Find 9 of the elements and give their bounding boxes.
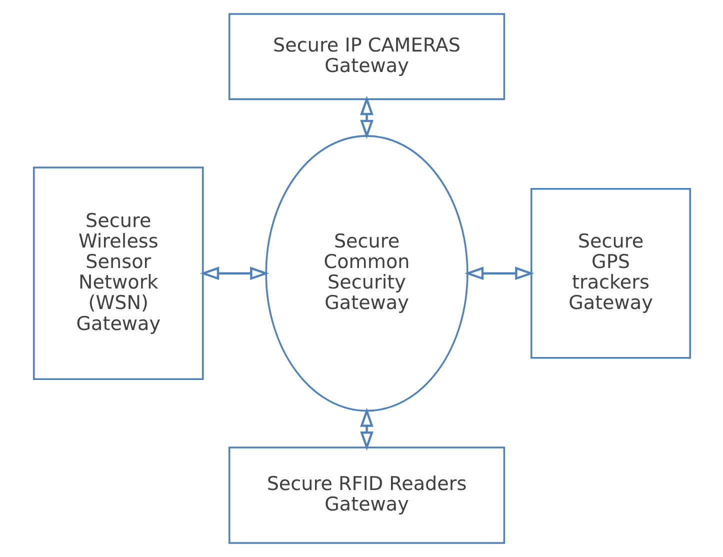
- node-box: Secure IP CAMERAS Gateway: [228, 13, 505, 100]
- node-box: Secure Wireless Sensor Network (WSN) Gateway: [32, 166, 204, 380]
- arrow: [464, 266, 534, 280]
- arrow: [199, 266, 269, 280]
- node-box: Secure RFID Readers Gateway: [228, 446, 505, 544]
- node-ellipse: Secure Common Security Gateway: [264, 135, 468, 412]
- arrow: [360, 96, 373, 139]
- arrow: [360, 408, 373, 451]
- node-box: Secure GPS trackers Gateway: [530, 188, 690, 359]
